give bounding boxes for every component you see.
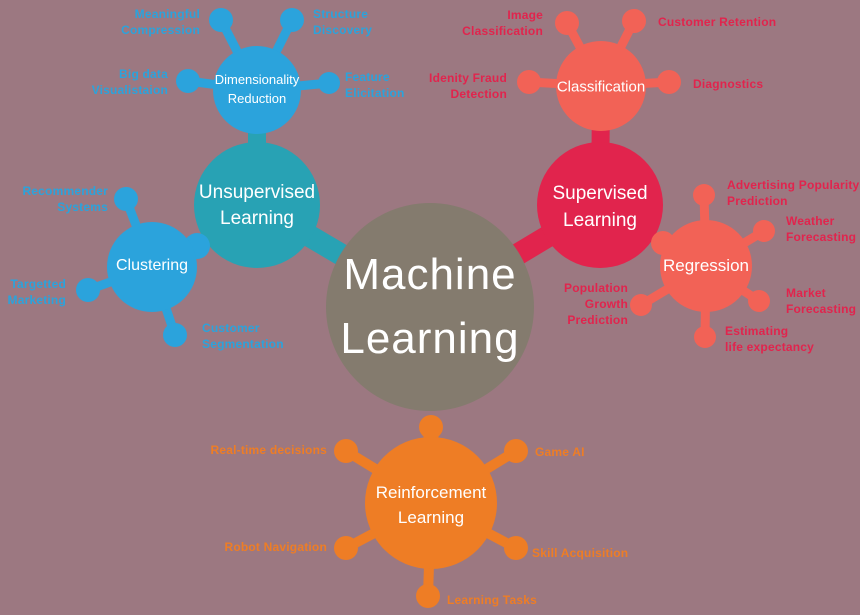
leaf-label-robot-navigation: Robot Navigation	[224, 540, 327, 554]
unsupervised-learning-label: Unsupervised Learning	[198, 182, 316, 229]
leaf-label-customer-segmentation: Customer Segmentation	[202, 321, 284, 351]
leaf-label-advertising-popularity-prediction: Advertising Popularity Prediction	[727, 178, 860, 208]
knob-image-classification	[555, 11, 579, 35]
knob-customer-retention	[622, 9, 646, 33]
leaf-label-weather-forecasting: Weather Forecasting	[786, 214, 857, 244]
knob-customer-segmentation	[163, 323, 187, 347]
node-regression	[660, 220, 752, 312]
knob-center-reinforcement	[419, 415, 443, 439]
leaf-label-recommender-systems: Recommender Systems	[22, 184, 108, 214]
node-unsupervised-learning	[194, 142, 320, 268]
clustering-label: Clustering	[115, 257, 189, 274]
leaf-label-meaningful-compression: Meaningful Compression	[121, 7, 200, 37]
leaf-label-skill-acquisition: Skill Acquisition	[532, 546, 629, 560]
knob-structure-discovery	[280, 8, 304, 32]
knob-idenity-fraud-detection	[517, 70, 541, 94]
reinforcement-learning-label: Reinforcement Learning	[375, 483, 487, 527]
branch-regression	[630, 184, 775, 348]
leaf-label-game-ai: Game AI	[535, 445, 585, 459]
leaf-label-image-classification: Image Classification	[462, 8, 543, 38]
leaf-label-feature-elicitation: Feature Elicitation	[345, 70, 405, 100]
leaf-label-market-forecasting: Market Forecasting	[786, 286, 857, 316]
branch-dimensionality-reduction	[176, 8, 340, 134]
leaf-label-big-data-visualistaion: Big data Visualistaion	[91, 67, 168, 97]
branch-reinforcement	[334, 437, 528, 608]
node-machine-learning	[326, 203, 534, 411]
leaf-label-diagnostics: Diagnostics	[693, 77, 764, 91]
leaf-label-population-growth-prediction: Population Growth Prediction	[564, 281, 628, 327]
leaf-label-targetted-marketing: Targetted Marketing	[7, 277, 66, 307]
knob-game-ai	[504, 439, 528, 463]
regression-label: Regression	[663, 256, 749, 275]
knob-robot-navigation	[334, 536, 358, 560]
node-clustering	[107, 222, 197, 312]
knob-feature-elicitation	[318, 72, 340, 94]
node-supervised-learning	[537, 142, 663, 268]
knob-population-growth-prediction	[630, 294, 652, 316]
knob-skill-acquisition	[504, 536, 528, 560]
leaf-label-idenity-fraud-detection: Idenity Fraud Detection	[429, 71, 507, 101]
leaf-label-customer-retention: Customer Retention	[658, 15, 777, 29]
knob-meaningful-compression	[209, 8, 233, 32]
knob-targetted-marketing	[76, 278, 100, 302]
node-dimensionality-reduction	[213, 46, 301, 134]
leaf-label-structure-discovery: Structure Discovery	[313, 7, 373, 37]
leaf-label-estimating-life-expectancy: Estimating life expectancy	[725, 324, 815, 354]
branch-classification	[517, 9, 681, 131]
knob-market-forecasting	[748, 290, 770, 312]
machine-learning-label: Machine Learning	[340, 250, 520, 363]
knob-recommender-systems	[114, 187, 138, 211]
leaf-label-learning-tasks: Learning Tasks	[447, 593, 537, 607]
dimensionality-reduction-label: Dimensionality Reduction	[214, 72, 300, 106]
knob-advertising-popularity-prediction	[693, 184, 715, 206]
node-classification	[556, 41, 646, 131]
knob-big-data-visualistaion	[176, 69, 200, 93]
knob-estimating-life-expectancy	[694, 326, 716, 348]
classification-label: Classification	[556, 78, 646, 96]
supervised-learning-label: Supervised Learning	[552, 183, 648, 231]
knob-diagnostics	[657, 70, 681, 94]
knob-weather-forecasting	[753, 220, 775, 242]
knob-real-time-decisions	[334, 439, 358, 463]
branch-clustering	[76, 187, 197, 347]
node-reinforcement-learning	[365, 437, 497, 569]
knob-learning-tasks	[416, 584, 440, 608]
leaf-label-real-time-decisions: Real-time decisions	[210, 443, 327, 457]
